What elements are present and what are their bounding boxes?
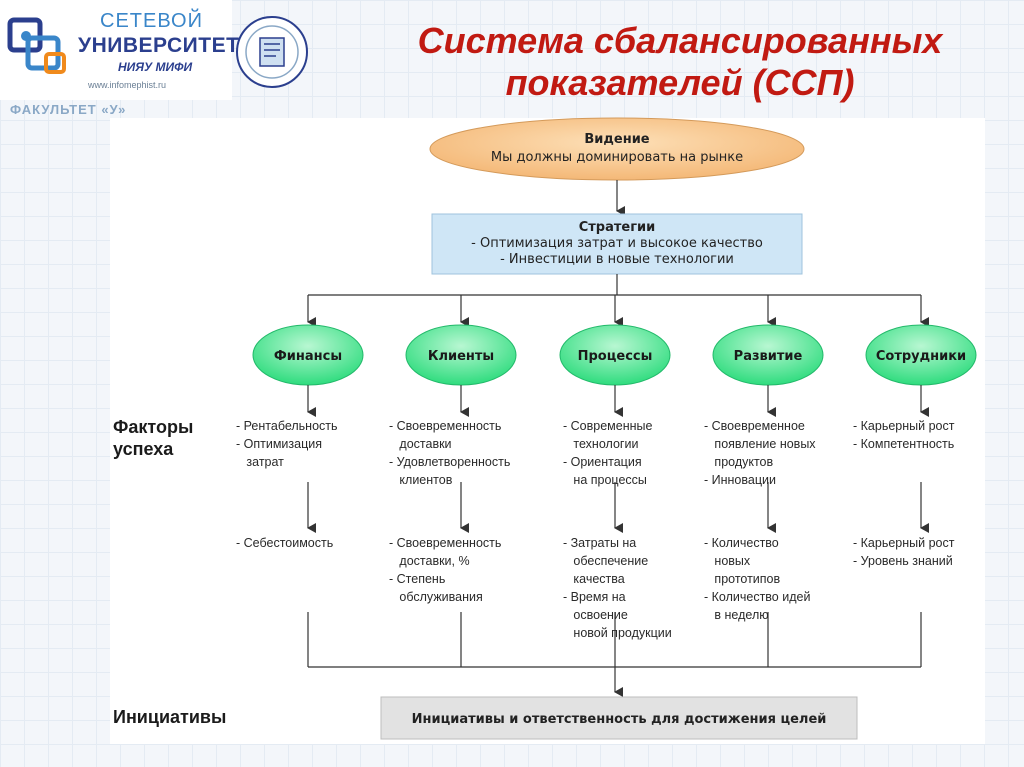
indicators-clients: - Своевременность доставки, % - Степень …: [389, 536, 502, 604]
perspective-label-development: Развитие: [734, 349, 803, 364]
success-factors-development: - Своевременное появление новых продукто…: [704, 419, 816, 487]
initiatives-box-text: Инициативы и ответственность для достиже…: [412, 712, 827, 727]
strategy-item-1: - Оптимизация затрат и высокое качество: [471, 236, 763, 251]
success-factors-processes: - Современные технологии - Ориентация на…: [563, 419, 653, 487]
indicators-finance: - Себестоимость: [236, 536, 334, 550]
title-line-2: показателей (ССП): [505, 62, 855, 103]
success-factors-label: Факторы успеха: [113, 417, 194, 459]
success-factors-clients: - Своевременность доставки - Удовлетворе…: [389, 419, 511, 487]
strategies-box: [431, 213, 803, 275]
logo-line-mephi: НИЯУ МИФИ: [118, 60, 193, 74]
logo-url: www.infomephist.ru: [88, 80, 167, 90]
vision-text: Мы должны доминировать на рынке: [491, 150, 743, 165]
perspective-label-employees: Сотрудники: [876, 349, 966, 364]
title-line-1: Система сбалансированных: [417, 20, 943, 61]
network-logo-icon: [7, 17, 66, 74]
logo-line-network: СЕТЕВОЙ: [100, 10, 203, 32]
perspective-label-clients: Клиенты: [428, 349, 494, 364]
faculty-seal-icon: [236, 16, 308, 88]
strategies-title: Стратегии: [579, 220, 656, 235]
perspective-label-finance: Финансы: [274, 349, 342, 364]
indicators-processes: - Затраты на обеспечение качества - Врем…: [563, 536, 672, 640]
perspective-columns: Финансы Клиенты Процессы Развитие Сотрудники: [252, 295, 977, 667]
logo-line-university: УНИВЕРСИТЕТ: [78, 34, 240, 57]
vision-title: Видение: [584, 132, 649, 147]
success-factors-employees: - Карьерный рост - Компетентность: [853, 419, 955, 451]
slide-title: Система сбалансированных показателей (СС…: [340, 20, 1020, 104]
perspective-label-processes: Процессы: [578, 349, 653, 364]
university-logo: СЕТЕВОЙ УНИВЕРСИТЕТ НИЯУ МИФИ www.infome…: [0, 0, 239, 100]
strategy-item-2: - Инвестиции в новые технологии: [500, 252, 734, 267]
initiatives-box: [380, 696, 858, 740]
initiatives-label: Инициативы: [113, 707, 227, 727]
vision-ellipse: [429, 117, 805, 181]
faculty-label: ФАКУЛЬТЕТ «У»: [10, 102, 127, 117]
indicators-development: - Количество новых прототипов - Количест…: [704, 536, 811, 622]
indicators-employees: - Карьерный рост - Уровень знаний: [853, 536, 955, 568]
success-factors-finance: - Рентабельность - Оптимизация затрат: [236, 419, 338, 469]
